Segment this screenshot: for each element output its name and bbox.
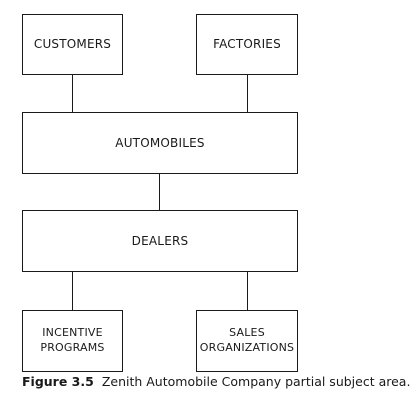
entity-factories-label: FACTORIES	[213, 37, 281, 52]
entity-dealers-label: DEALERS	[131, 233, 189, 248]
connector-customers-automobiles	[72, 75, 73, 112]
entity-incentive-programs-label: INCENTIVE PROGRAMS	[40, 326, 105, 354]
entity-factories: FACTORIES	[196, 14, 298, 75]
entity-dealers: DEALERS	[22, 210, 298, 272]
entity-sales-organizations-label: SALES ORGANIZATIONS	[199, 326, 295, 354]
entity-incentive-programs: INCENTIVE PROGRAMS	[22, 310, 123, 372]
connector-dealers-sales-organizations	[247, 272, 248, 310]
connector-dealers-incentive-programs	[72, 272, 73, 310]
connector-automobiles-dealers	[159, 174, 160, 210]
entity-customers-label: CUSTOMERS	[33, 37, 112, 52]
figure-caption-text: Zenith Automobile Company partial subjec…	[101, 374, 411, 389]
entity-automobiles: AUTOMOBILES	[22, 112, 298, 174]
figure-caption: Figure 3.5 Zenith Automobile Company part…	[22, 374, 412, 389]
entity-customers: CUSTOMERS	[22, 14, 123, 75]
connector-factories-automobiles	[247, 75, 248, 112]
figure-number: Figure 3.5	[22, 374, 94, 389]
entity-sales-organizations: SALES ORGANIZATIONS	[196, 310, 298, 372]
entity-automobiles-label: AUTOMOBILES	[115, 135, 205, 150]
